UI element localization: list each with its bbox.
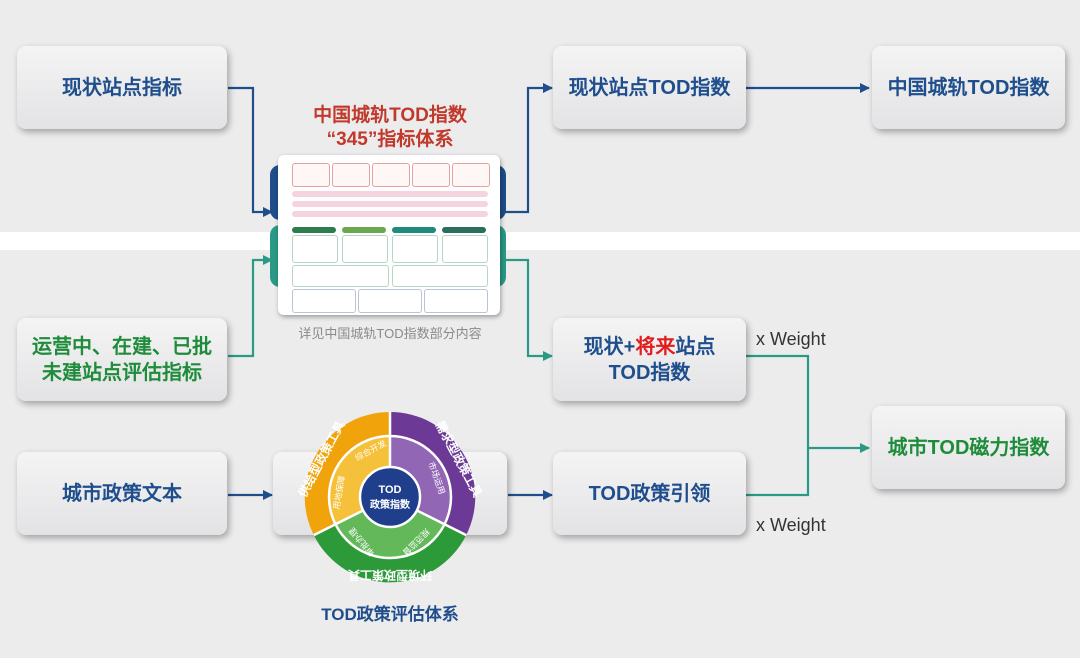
policy-wheel-caption: TOD政策评估体系 — [321, 605, 459, 624]
policy-wheel: TOD 政策指数 供给型政策工具 需求型政策工具 环境型政策工具 综合开发 用地… — [294, 411, 485, 583]
current-future-tod-box: 现状+将来站点 TOD指数 — [553, 318, 746, 401]
policy-text-label: 城市政策文本 — [62, 482, 182, 505]
arrow-index-system-to-future-tod — [502, 258, 553, 361]
magnet-index-label: 城市TOD磁力指数 — [887, 436, 1050, 459]
outer-label-environment: 环境型政策工具 — [348, 568, 432, 583]
current-indicators-label: 现状站点指标 — [62, 76, 182, 99]
china-tod-index-label: 中国城轨TOD指数 — [887, 76, 1050, 99]
weight-upper-label: x Weight — [756, 329, 826, 349]
wheel-center — [358, 465, 422, 529]
policy-guidance-label: TOD政策引领 — [588, 482, 711, 505]
future-indicators-box: 运营中、在建、已批 未建站点评估指标 — [17, 318, 227, 401]
policy-text-box: 城市政策文本 — [17, 452, 227, 535]
index-system-title-line2: “345”指标体系 — [326, 128, 454, 150]
future-highlight: 将来 — [635, 335, 676, 358]
weight-lower-label: x Weight — [756, 515, 826, 535]
arrow-policy-guidance-to-magnet — [746, 448, 810, 497]
magnet-index-box: 城市TOD磁力指数 — [872, 406, 1065, 489]
policy-guidance-box: TOD政策引领 — [553, 452, 746, 535]
current-future-line2: TOD指数 — [608, 361, 691, 384]
index-system-caption: 详见中国城轨TOD指数部分内容 — [298, 326, 482, 341]
arrow-index-system-to-current-tod — [502, 83, 553, 214]
connector-arrows — [228, 83, 870, 500]
arrow-current-to-index-system — [228, 86, 273, 217]
current-future-line1: 现状+将来站点 — [583, 335, 716, 358]
current-tod-index-box: 现状站点TOD指数 — [553, 46, 746, 129]
wheel-center-line2: 政策指数 — [370, 498, 411, 511]
arrow-future-tod-to-magnet — [746, 354, 870, 453]
current-tod-index-label: 现状站点TOD指数 — [568, 76, 731, 99]
wheel-center-line1: TOD — [378, 484, 401, 496]
current-indicators-box: 现状站点指标 — [17, 46, 227, 129]
future-indicators-label: 运营中、在建、已批 未建站点评估指标 — [32, 335, 212, 384]
china-tod-index-box: 中国城轨TOD指数 — [872, 46, 1065, 129]
index-system-title: 中国城轨TOD指数 “345”指标体系 — [273, 104, 507, 152]
arrow-future-to-index-system — [228, 255, 273, 358]
index-system-title-line1: 中国城轨TOD指数 — [313, 105, 467, 126]
index-system-thumbnail — [270, 155, 510, 317]
